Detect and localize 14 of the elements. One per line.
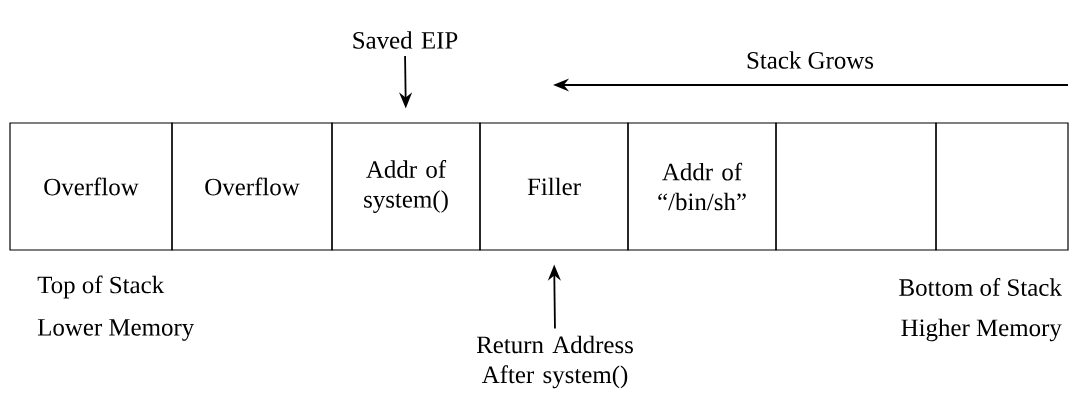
stack-cell: Filler bbox=[479, 122, 629, 251]
label-text: Stack Grows bbox=[747, 51, 874, 69]
stack-cell: Addr of system() bbox=[331, 122, 481, 251]
stack-cell: Addr of “/bin/sh” bbox=[627, 122, 777, 251]
label-text: Higher Memory bbox=[901, 318, 1062, 342]
stack-cell: Overflow bbox=[9, 122, 173, 251]
label-text: Top of Stack bbox=[37, 275, 165, 299]
empty-stack-cell bbox=[775, 122, 937, 251]
empty-stack-cell bbox=[935, 122, 1069, 251]
annotation-text: Return Address After system() bbox=[476, 335, 633, 389]
annotation-text: Saved EIP bbox=[353, 31, 458, 49]
label-text: Bottom of Stack bbox=[899, 278, 1062, 296]
label-text: Lower Memory bbox=[37, 319, 195, 341]
stack-cell: Overflow bbox=[171, 122, 333, 251]
